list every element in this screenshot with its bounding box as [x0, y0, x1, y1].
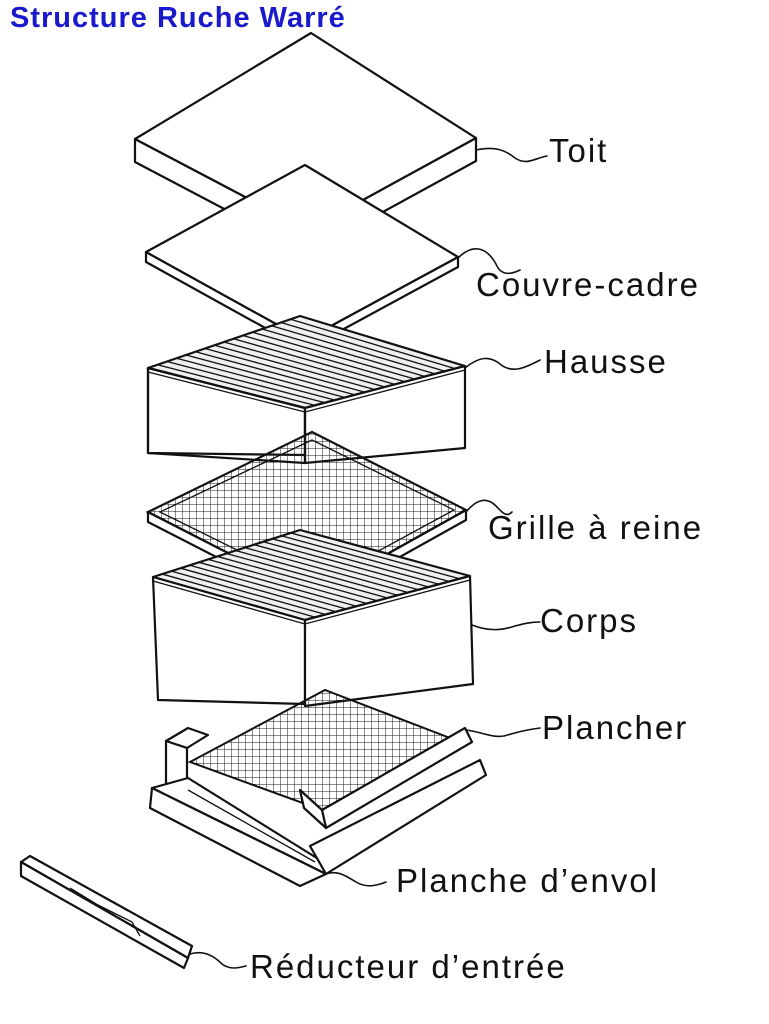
connector-line-couvre-cadre — [457, 248, 521, 275]
body-box-part — [151, 528, 475, 708]
connector-line-reducteur — [189, 951, 247, 969]
label-grille: Grille à reine — [488, 509, 704, 546]
connector-line-toit — [475, 147, 548, 163]
frame-bar — [253, 544, 419, 591]
frame-bar — [198, 561, 357, 607]
frame-bar — [252, 331, 416, 380]
diagram-title: Structure Ruche Warré — [10, 2, 346, 34]
frame-bar — [185, 354, 346, 399]
frame-bar — [223, 341, 386, 388]
frame-bar — [204, 347, 366, 393]
frame-bar — [166, 360, 326, 404]
frame-bar — [157, 364, 316, 407]
frame-bar — [176, 357, 336, 401]
frame-bar — [207, 558, 368, 605]
frame-bar — [242, 334, 406, 383]
frame-bar — [180, 567, 337, 613]
frame-bar — [281, 535, 450, 583]
super-box-part — [146, 314, 467, 465]
frame-bar — [233, 338, 396, 386]
label-toit: Toit — [549, 132, 609, 169]
frame-bar — [261, 328, 426, 378]
label-couvre-cadre: Couvre-cadre — [476, 266, 700, 303]
frame-bar — [171, 570, 326, 616]
label-planche-envol: Planche d’envol — [396, 862, 659, 899]
label-reducteur: Réducteur d’entrée — [250, 948, 567, 985]
frame-bar — [290, 318, 456, 370]
frame-bar — [189, 564, 347, 610]
connector-line-plancher — [465, 727, 541, 738]
entrance-reducer-part — [19, 854, 194, 970]
frame-bar — [244, 546, 409, 594]
cover-board-part — [144, 163, 460, 352]
frame-bar — [226, 552, 388, 599]
frame-bar — [235, 549, 398, 596]
label-plancher: Plancher — [542, 709, 689, 746]
frame-bar — [263, 541, 429, 588]
connector-line-corps — [471, 621, 541, 631]
connector-line-planche-envol — [325, 871, 387, 887]
frame-bar — [162, 573, 316, 618]
connector-line-grille — [465, 499, 513, 516]
label-corps: Corps — [540, 602, 639, 639]
landing-board-part — [148, 758, 488, 888]
label-hausse: Hausse — [544, 343, 668, 380]
frame-bar — [195, 351, 356, 396]
floor-part — [164, 688, 474, 830]
frame-bar — [217, 555, 378, 602]
connector-line-hausse — [464, 357, 541, 371]
frame-bar — [214, 344, 376, 391]
frame-bar — [290, 532, 460, 580]
frame-bar — [280, 321, 446, 372]
frame-bar — [271, 325, 436, 375]
frame-bar — [272, 538, 440, 585]
